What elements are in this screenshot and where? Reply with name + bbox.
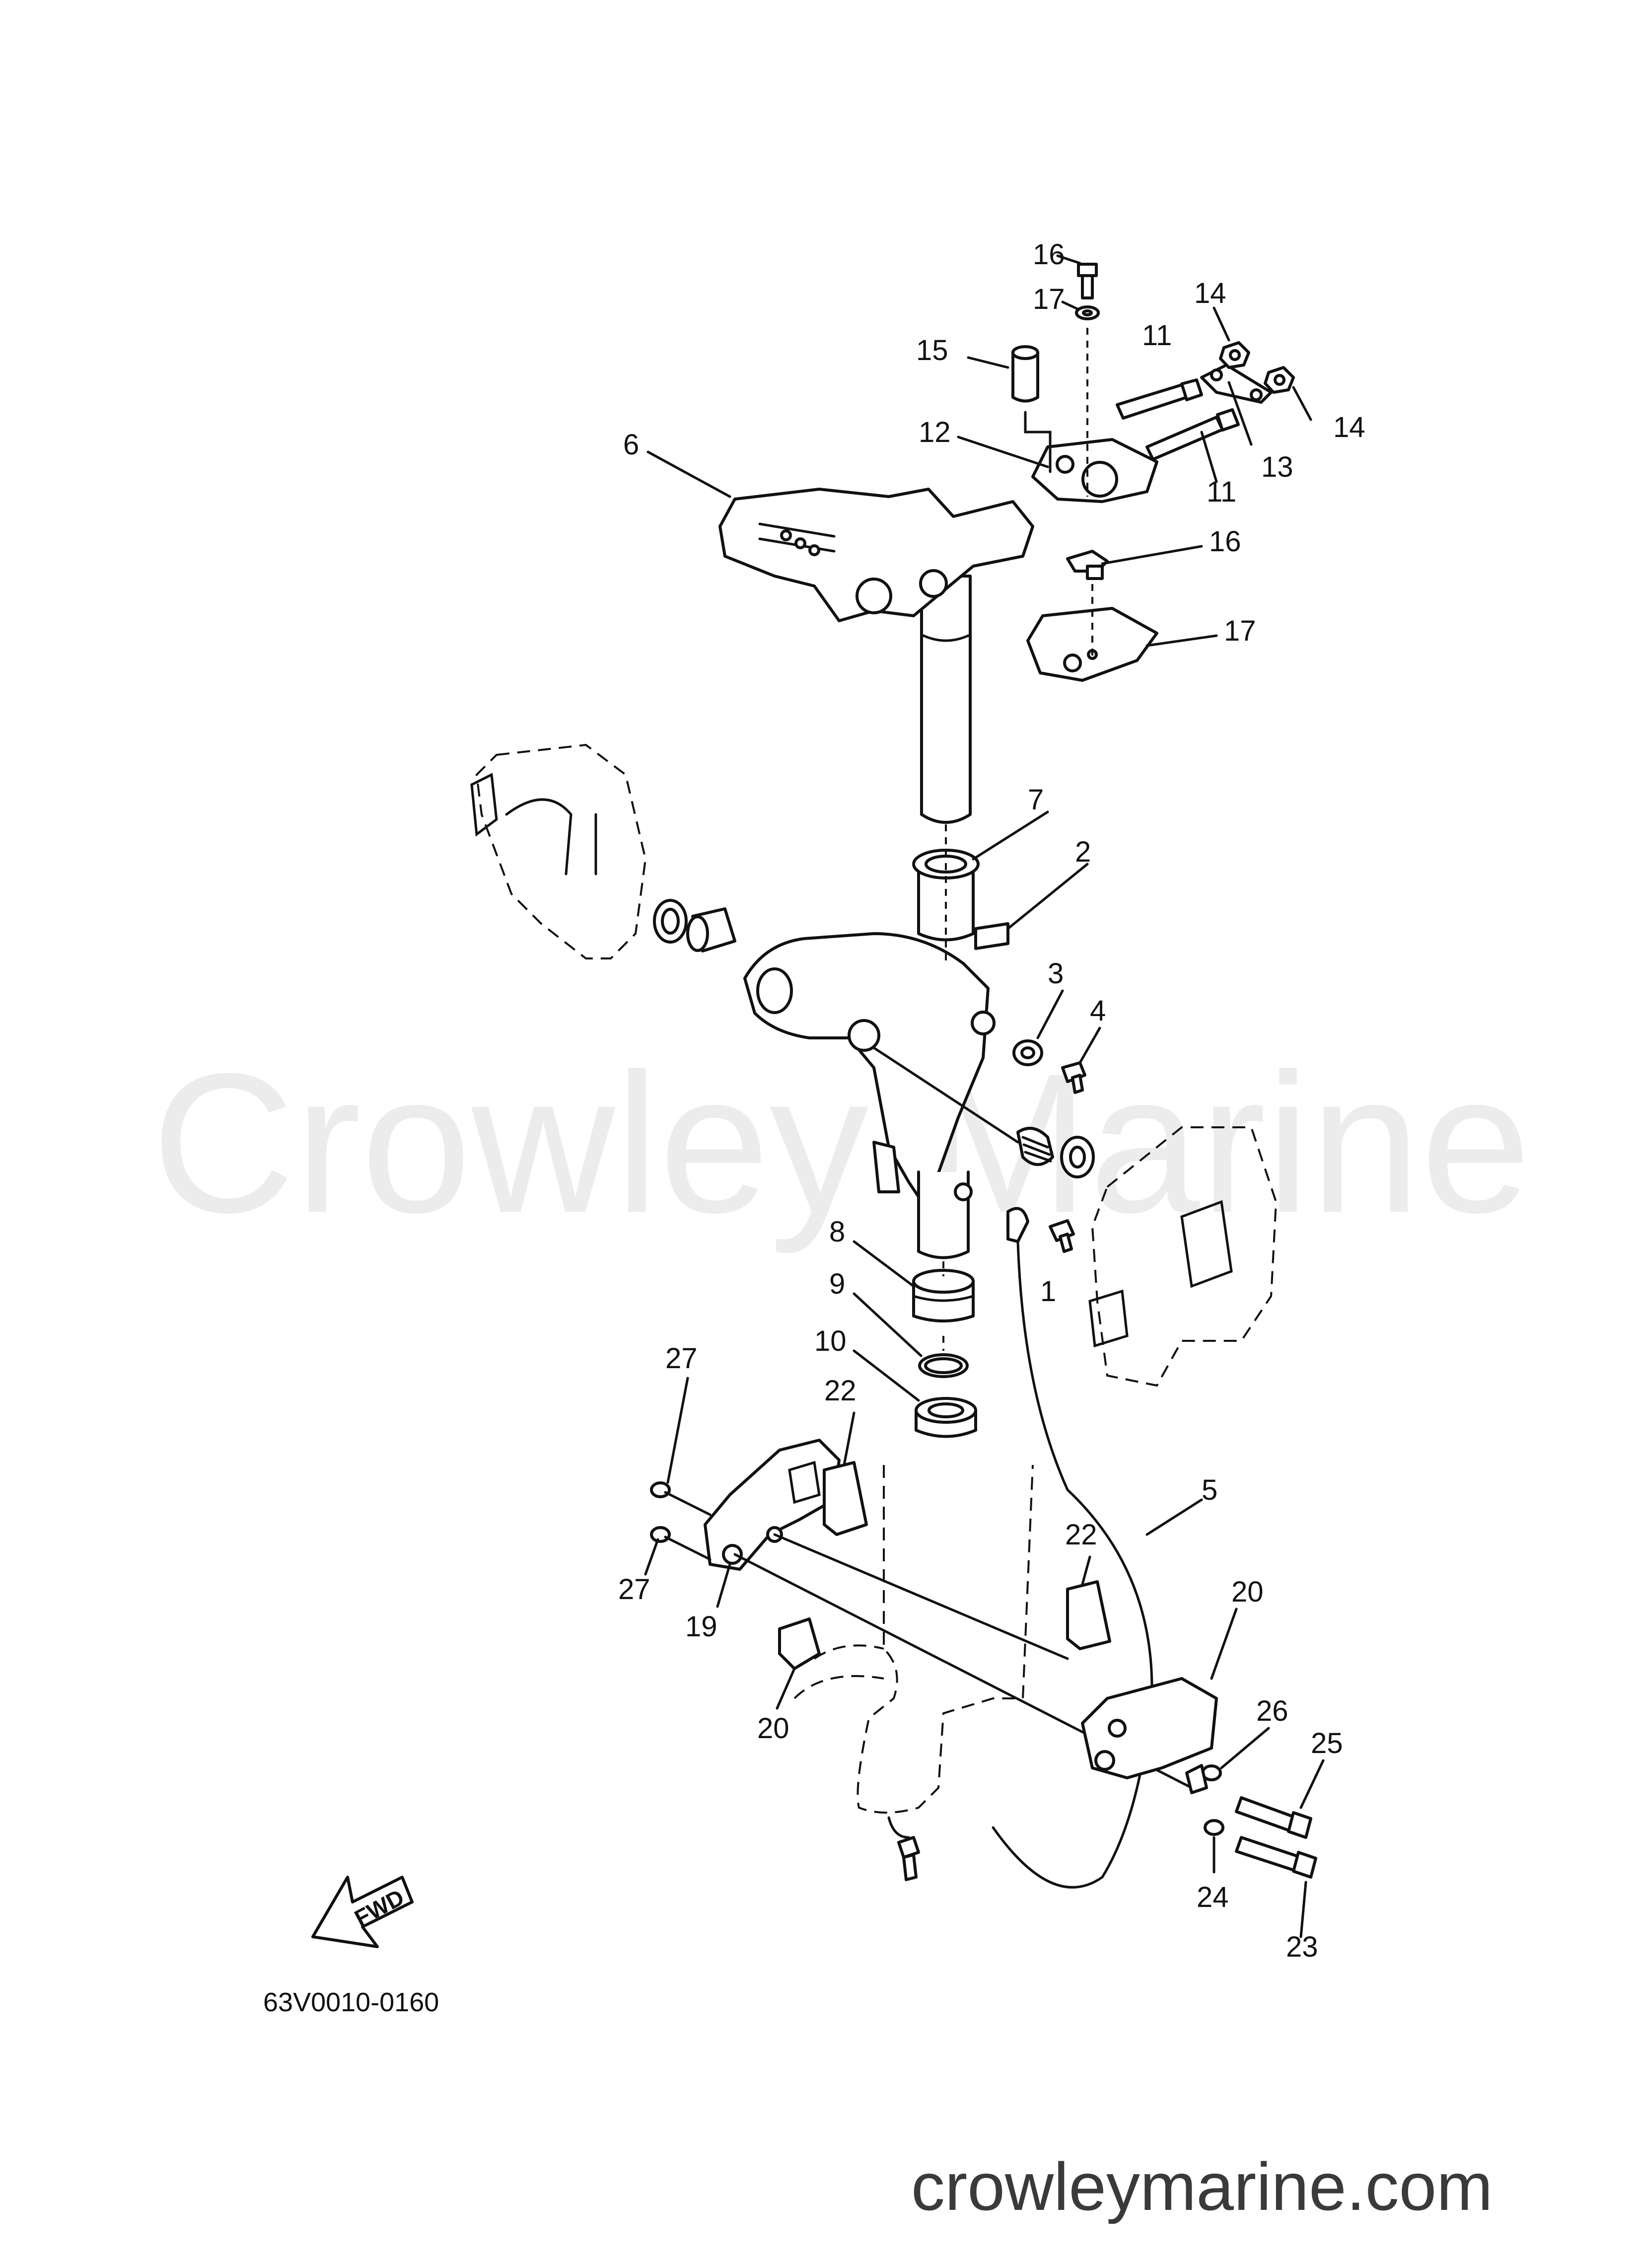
- steering-bracket-assembly: [718, 263, 1295, 824]
- watermark-text: Crowley Marine: [151, 1032, 1531, 1255]
- callout-19: 17: [1033, 283, 1065, 315]
- leader-lines: [644, 254, 1325, 1938]
- callout-16: 16: [1209, 525, 1241, 558]
- callout-6: 6: [623, 429, 639, 461]
- callout-15: 15: [916, 334, 948, 366]
- callout-1: 1: [1040, 1275, 1056, 1308]
- callout-4: 4: [1090, 995, 1106, 1027]
- callout-11-bottom: 11: [1207, 476, 1236, 508]
- callout-12: 12: [919, 416, 951, 448]
- callout-22-right: 22: [1065, 1519, 1097, 1551]
- callout-9: 9: [829, 1268, 845, 1300]
- callout-27-top: 27: [665, 1342, 698, 1375]
- callout-8: 8: [829, 1216, 845, 1248]
- website-url: crowleymarine.com: [911, 2149, 1493, 2224]
- callout-18: 16: [1033, 238, 1065, 271]
- callouts: 16 17 15 14 11 14 13 11 12 6 16 17 7 2 3…: [618, 238, 1365, 1963]
- callout-26: 26: [1256, 1695, 1288, 1727]
- callout-14-top: 14: [1194, 277, 1226, 309]
- callout-24: 24: [1197, 1881, 1229, 1913]
- callout-20-left: 19: [685, 1610, 717, 1643]
- callout-7: 7: [1028, 784, 1044, 816]
- callout-10: 10: [814, 1325, 847, 1357]
- callout-14-right: 14: [1333, 411, 1365, 443]
- callout-27-bottom: 27: [618, 1573, 650, 1606]
- callout-5: 5: [1202, 1474, 1217, 1506]
- callout-17: 17: [1224, 615, 1256, 647]
- diagram-code: 63V0010-0160: [263, 1987, 439, 2017]
- callout-23: 23: [1286, 1931, 1318, 1963]
- callout-13: 13: [1261, 451, 1293, 483]
- callout-21: 20: [757, 1712, 789, 1745]
- fwd-arrow-icon: FWD: [311, 1876, 414, 1948]
- swivel-bracket-assembly: [470, 743, 1278, 1889]
- callout-2: 2: [1075, 836, 1091, 868]
- callout-20-right: 20: [1231, 1576, 1264, 1608]
- callout-22-left: 22: [824, 1375, 857, 1407]
- lower-mount-assembly: [650, 1439, 1317, 1881]
- callout-11-top: 11: [1142, 319, 1172, 352]
- callout-25: 25: [1311, 1727, 1343, 1759]
- callout-3: 3: [1048, 957, 1064, 990]
